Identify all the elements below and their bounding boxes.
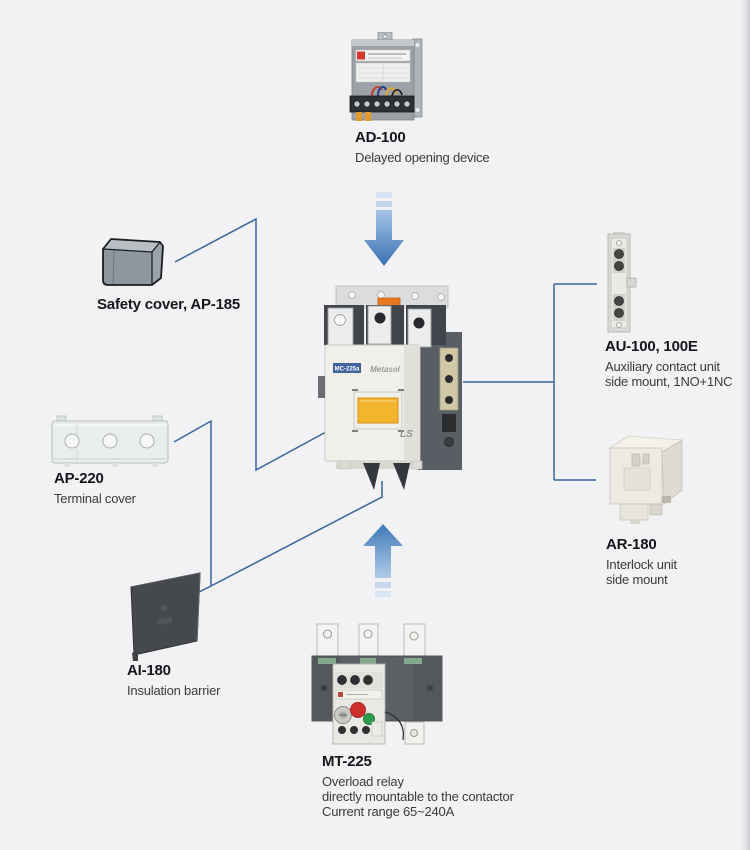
ad100-label: AD-100 Delayed opening device: [355, 128, 490, 165]
contactor-product-image: MC-225a Metasol LS: [318, 285, 462, 490]
contactor-logo-text: LS: [400, 429, 413, 440]
safety-cover-label: Safety cover, AP-185: [97, 295, 240, 314]
contactor-brand-text: Metasol: [370, 365, 401, 374]
mt225-desc-line3: Current range 65~240A: [322, 804, 455, 819]
mt225-desc-line2: directly mountable to the contactor: [322, 789, 514, 804]
page-edge-shade: [741, 0, 750, 850]
mt225-product-image: [311, 623, 443, 745]
contactor-model-label: MC-225a: [335, 367, 360, 373]
ai180-title: AI-180: [127, 662, 171, 679]
ai180-desc: Insulation barrier: [127, 683, 221, 698]
ai180-label: AI-180 Insulation barrier: [127, 661, 220, 698]
ar180-desc-line1: Interlock unit: [606, 557, 677, 572]
mt225-title: MT-225: [322, 753, 372, 770]
ap220-desc: Terminal cover: [54, 491, 136, 506]
au100-product-image: [607, 232, 637, 333]
safety-cover-title: Safety cover, AP-185: [97, 296, 241, 313]
ar180-title: AR-180: [606, 536, 657, 553]
au100-title: AU-100, 100E: [605, 338, 698, 355]
mt225-label: MT-225 Overload relay directly mountable…: [322, 752, 514, 819]
ap220-label: AP-220 Terminal cover: [54, 469, 136, 506]
ad100-desc: Delayed opening device: [355, 150, 490, 165]
ar180-label: AR-180 Interlock unit side mount: [606, 535, 677, 587]
ad100-product-image: [349, 32, 423, 121]
up-arrow-icon: [363, 524, 403, 597]
ar180-product-image: [608, 435, 684, 524]
au100-desc-line1: Auxiliary contact unit: [605, 359, 720, 374]
au100-label: AU-100, 100E Auxiliary contact unit side…: [605, 337, 733, 389]
au100-desc-line2: side mount, 1NO+1NC: [605, 374, 733, 389]
mt225-desc-line1: Overload relay: [322, 774, 404, 789]
ap220-product-image: [51, 415, 169, 467]
down-arrow-icon: [364, 192, 404, 266]
ai180-product-image: [130, 572, 201, 661]
ad100-title: AD-100: [355, 129, 406, 146]
ap220-title: AP-220: [54, 470, 104, 487]
safety-cover-product-image: [102, 238, 164, 286]
ar180-desc-line2: side mount: [606, 572, 668, 587]
